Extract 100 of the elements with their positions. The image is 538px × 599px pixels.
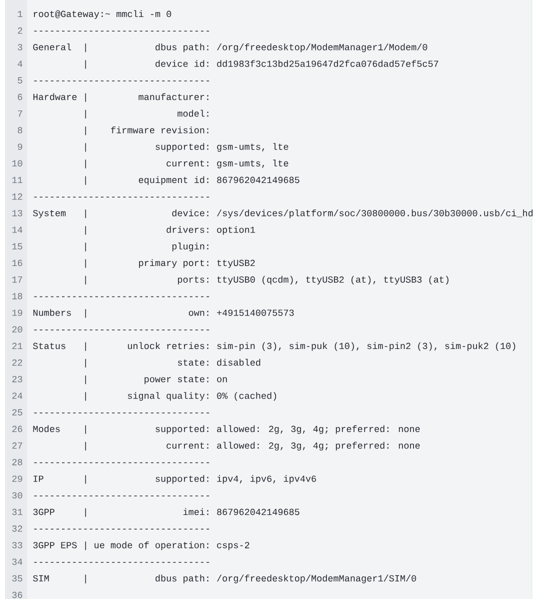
section-name: Numbers [33,309,71,316]
field-value: /org/freedesktop/ModemManager1/SIM/0 [217,574,416,584]
line-number: 14 [12,226,22,233]
field-key: supported: [156,143,208,152]
field-value: gsm-umts, lte [217,143,288,152]
line-number: 32 [12,525,22,532]
line-number: 17 [12,276,22,283]
line-number: 19 [12,310,22,316]
line-number: 25 [12,409,22,416]
field-value: option1 [217,226,255,235]
section-name: System [33,210,66,218]
line-number: 22 [12,359,22,366]
pipe-separator: | [85,342,86,351]
line-number: 20 [12,326,22,332]
field-value: /sys/devices/platform/soc/30800000.bus/30b30000.usb/ci_hd [217,209,533,218]
field-key: unlock retries: [128,342,208,350]
section-name: 3GPP [33,508,54,516]
field-key: equipment id: [138,176,208,185]
pipe-separator: | [85,541,86,550]
field-value: 867962042149685 [217,508,300,516]
field-key: plugin: [172,242,208,252]
line-number: 6 [18,94,22,100]
field-value: disabled [217,358,260,366]
section-name: Hardware [33,93,77,100]
pipe-separator: | [85,508,86,517]
pipe-separator: | [85,475,86,484]
dash-rule: -------------------------------- [34,196,210,198]
line-number: 3 [18,44,22,50]
pipe-separator: | [85,110,86,119]
field-key: primary port: [139,259,208,268]
pipe-separator: | [85,226,86,235]
field-value: on [217,377,227,382]
line-number: 27 [12,442,22,449]
section-name: SIM [33,575,49,582]
line-number: 7 [18,110,22,117]
field-key: device id: [156,60,208,67]
field-value: /org/freedesktop/ModemManager1/Modem/0 [217,43,428,52]
field-key: dbus path: [156,574,208,584]
pipe-separator: | [85,176,86,185]
field-value: csps-2 [217,542,250,550]
line-number: 18 [12,293,22,300]
field-key: power state: [144,376,208,384]
section-name: Modes [33,425,60,432]
field-key: signal quality: [128,392,208,401]
line-number: 31 [12,508,22,516]
section-name: General [33,43,72,50]
line-number: 34 [12,558,22,565]
field-value: 0% (cached) [217,392,276,401]
line-number: 24 [12,392,22,399]
line-number: 13 [12,210,22,216]
command-line: root@Gateway:~ mmcli -m 0 [34,10,172,19]
line-number: 21 [12,342,22,349]
pipe-separator: | [85,93,86,102]
dash-rule: -------------------------------- [34,296,210,298]
section-name: IP [34,476,44,482]
line-number: 26 [12,426,22,432]
pipe-separator: | [85,276,86,285]
field-key: ue mode of operation: [94,541,208,550]
field-key: own: [188,310,208,316]
field-value: ttyUSB0 (qcdm), ttyUSB2 (at), ttyUSB3 (at) [217,276,448,285]
field-value: dd1983f3c13bd25a19647d2fca076dad57ef5c57 [217,60,438,67]
field-key: dbus path: [156,43,208,52]
dash-rule: -------------------------------- [34,80,210,82]
line-number: 16 [12,260,22,266]
line-number: 2 [18,27,22,34]
line-number: 28 [12,459,22,466]
field-value: allowed: 2g, 3g, 4g; preferred: none [217,442,420,451]
pipe-separator: | [85,574,86,584]
section-name: 3GPP EPS [33,542,77,548]
field-value: ttyUSB2 [217,260,255,268]
dash-rule: -------------------------------- [34,562,210,563]
pipe-separator: | [85,60,86,69]
field-key: current: [166,160,208,166]
pipe-separator: | [85,358,86,368]
field-value: gsm-umts, lte [217,160,288,168]
field-key: imei: [183,508,208,516]
pipe-separator: | [85,209,86,218]
dash-rule: -------------------------------- [34,528,210,530]
pipe-separator: | [85,442,86,451]
pipe-separator: | [85,126,86,136]
pipe-separator: | [85,375,86,384]
line-number: 4 [18,60,22,67]
dash-rule: -------------------------------- [34,462,210,464]
pipe-separator: | [85,309,86,318]
field-key: device: [172,209,208,216]
field-value: allowed: 2g, 3g, 4g; preferred: none [217,425,420,434]
line-number: 5 [18,77,22,84]
line-number: 12 [12,193,22,200]
line-number: 30 [12,492,22,498]
pipe-separator: | [85,392,86,401]
line-number: 11 [12,176,22,183]
pipe-separator: | [85,160,86,168]
pipe-separator: | [85,242,86,252]
field-key: model: [178,110,208,117]
field-key: supported: [156,425,208,434]
line-number: 15 [12,243,22,250]
field-value: 867962042149685 [217,176,300,184]
field-value: +4915140075573 [217,310,294,316]
field-key: drivers: [166,226,208,233]
pipe-separator: | [85,43,86,52]
